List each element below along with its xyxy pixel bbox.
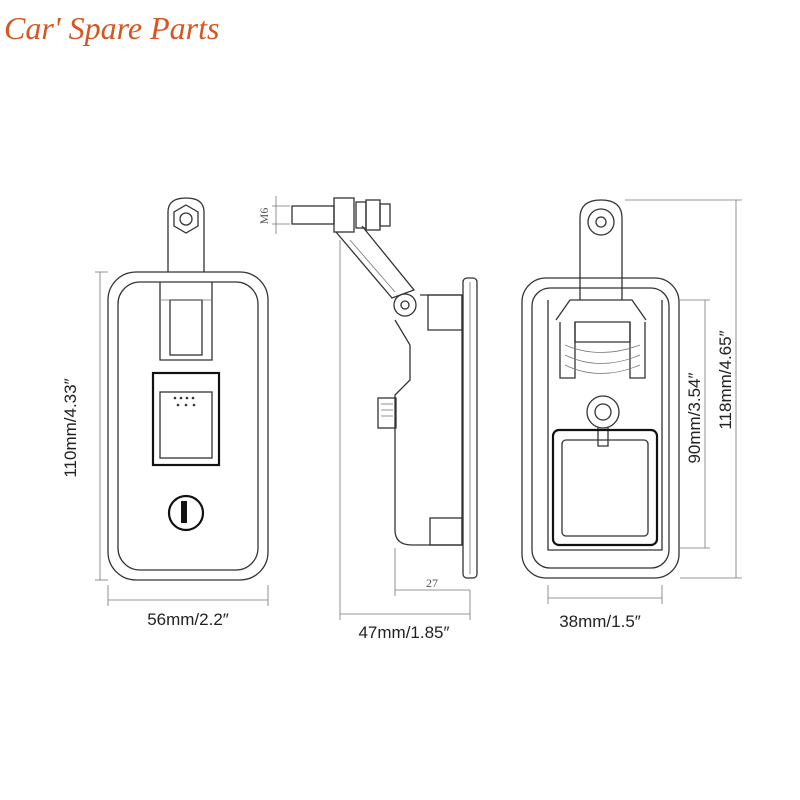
front-nut xyxy=(173,204,199,234)
front-mount-ear xyxy=(167,197,205,272)
back-trigger xyxy=(551,428,659,547)
side-depth-label: 27 xyxy=(426,576,438,590)
side-width-label: 47mm/1.85″ xyxy=(358,623,449,642)
side-bolt xyxy=(291,205,335,225)
side-view xyxy=(272,196,478,620)
front-inner-plate xyxy=(117,281,259,571)
front-outer-plate xyxy=(107,271,269,581)
back-ear-hole xyxy=(587,208,615,236)
back-outer-plate xyxy=(521,277,680,579)
side-housing xyxy=(394,294,463,546)
front-trigger xyxy=(151,371,221,467)
front-view xyxy=(95,197,269,606)
back-inner-height-label: 90mm/3.54″ xyxy=(685,372,704,463)
brand-title: Car' Spare Parts xyxy=(4,10,220,46)
front-height-label: 110mm/4.33″ xyxy=(61,378,80,477)
side-flange xyxy=(462,277,478,579)
front-lock xyxy=(167,494,205,532)
back-view xyxy=(521,199,742,604)
front-handle xyxy=(159,282,213,361)
front-width-label: 56mm/2.2″ xyxy=(147,610,229,629)
back-total-height-label: 118mm/4.65″ xyxy=(716,330,735,429)
back-lock-cam xyxy=(586,395,620,429)
side-bolt-label: M6 xyxy=(257,208,271,225)
back-mount-ear xyxy=(579,199,623,300)
side-pivot xyxy=(393,293,417,317)
back-width-label: 38mm/1.5″ xyxy=(559,612,641,631)
side-arm xyxy=(335,225,416,299)
back-housing xyxy=(547,300,663,551)
